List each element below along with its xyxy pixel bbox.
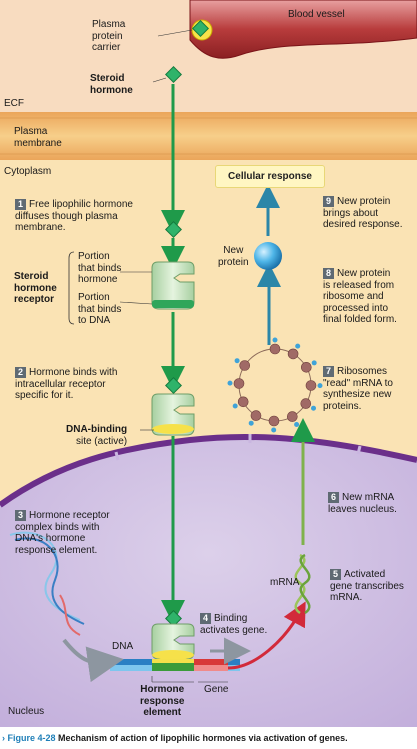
nascent-protein <box>294 422 300 427</box>
ribosome <box>300 361 312 373</box>
membrane-texture <box>0 117 417 155</box>
steroid-hormone-receptor-label: Steroid hormone receptor <box>14 271 57 305</box>
step-2-number: 2 <box>15 367 26 378</box>
cellular-response-box: Cellular response <box>215 165 325 188</box>
step-2-text: Hormone binds with intracellular recepto… <box>15 367 118 401</box>
hormone-receptor-on-dna <box>151 610 195 660</box>
step-5-number: 5 <box>330 569 341 580</box>
step-3-number: 3 <box>15 510 26 521</box>
gene-label: Gene <box>204 684 229 695</box>
step-9-number: 9 <box>323 196 334 207</box>
figure-caption-text: Mechanism of action of lipophilic hormon… <box>58 733 348 743</box>
ribosome <box>300 398 312 409</box>
step-9-text: New protein brings about desired respons… <box>323 196 403 230</box>
nascent-protein <box>311 405 316 411</box>
blood-vessel-label: Blood vessel <box>288 9 345 20</box>
figure-number: › Figure 4-28 <box>2 733 56 743</box>
ribosome <box>286 411 298 422</box>
steroid-hormone-label: Steroid hormone <box>90 73 133 96</box>
nuclear-pores <box>114 434 362 461</box>
ribosome <box>250 410 262 421</box>
portion-binds-dna-label: Portion that binds to DNA <box>78 292 122 326</box>
dna-to-segment-arrow <box>62 638 124 683</box>
figure-caption: › Figure 4-28 Mechanism of action of lip… <box>0 727 417 749</box>
cytoplasm-label: Cytoplasm <box>4 166 52 177</box>
ribosome <box>287 348 299 360</box>
step-1-number: 1 <box>15 199 26 210</box>
nascent-protein <box>234 358 240 364</box>
plasma-protein-carrier-label: Plasma protein carrier <box>92 19 126 53</box>
blood-vessel <box>189 0 417 59</box>
receptor-bracket <box>68 251 75 325</box>
ribosome <box>268 415 280 427</box>
ribosome <box>239 360 250 371</box>
steroid-hormone <box>165 66 182 83</box>
hormone-receptor-complex <box>151 377 195 436</box>
new-protein <box>254 242 282 270</box>
dna-label: DNA <box>112 641 134 652</box>
ribosome <box>237 396 249 408</box>
step-8-number: 8 <box>323 268 334 279</box>
ribosome <box>233 378 245 389</box>
nascent-protein <box>317 383 323 389</box>
step-7-text: Ribosomes "read" mRNA to synthesize new … <box>323 366 393 412</box>
ribosomes-on-mrna <box>227 337 323 433</box>
nascent-protein <box>272 337 278 343</box>
step-7-number: 7 <box>323 366 334 377</box>
plasma-membrane-label: Plasma membrane <box>14 126 62 149</box>
chromatin-helix <box>9 531 85 636</box>
dna-binding-site-state: site (active) <box>75 435 128 447</box>
mrna-strand <box>294 553 311 615</box>
steroid-hormone-receptor <box>151 261 195 310</box>
ribosome-beads <box>233 343 317 427</box>
step-1-text: Free lipophilic hormone diffuses though … <box>15 199 133 233</box>
nascent-protein <box>295 343 301 349</box>
carrier-leader <box>157 29 193 37</box>
nascent-protein <box>311 360 317 366</box>
nucleus-label: Nucleus <box>8 706 45 717</box>
nascent-proteins <box>227 337 323 433</box>
plasma-membrane <box>0 112 417 160</box>
step-4-text: Binding activates gene. <box>200 613 268 636</box>
diagram-artwork <box>0 0 417 727</box>
receptor-leader-dna <box>119 301 153 305</box>
dna-segment <box>110 659 240 671</box>
step-5-text: Activated gene transcribes mRNA. <box>330 569 404 603</box>
portion-binds-hormone-label: Portion that binds hormone <box>78 251 122 285</box>
step-6-text: New mRNA leaves nucleus. <box>328 492 397 515</box>
nuclear-envelope <box>0 433 417 508</box>
hormone-leader <box>152 77 167 83</box>
mrna-label: mRNA <box>270 577 300 588</box>
ecf-label: ECF <box>4 98 24 109</box>
nascent-protein <box>248 420 254 426</box>
step-6-number: 6 <box>328 492 339 503</box>
nascent-protein <box>232 403 238 409</box>
nascent-protein <box>227 380 233 386</box>
dna-binding-site-title: DNA-binding <box>66 424 128 435</box>
step-4-number: 4 <box>200 613 211 624</box>
transcription-arrow <box>227 601 306 670</box>
nascent-protein <box>271 427 277 433</box>
ribosome <box>305 380 317 391</box>
step-3-text: Hormone receptor complex binds with DNA'… <box>15 510 110 556</box>
hormone-in-carrier <box>192 20 209 37</box>
new-protein-label: New protein <box>218 245 249 268</box>
hormone-in-cytoplasm <box>165 221 182 238</box>
step-8-text: New protein is released from ribosome an… <box>323 268 397 325</box>
ribosome <box>269 343 281 355</box>
hormone-response-element-label: Hormone response element <box>140 684 185 718</box>
